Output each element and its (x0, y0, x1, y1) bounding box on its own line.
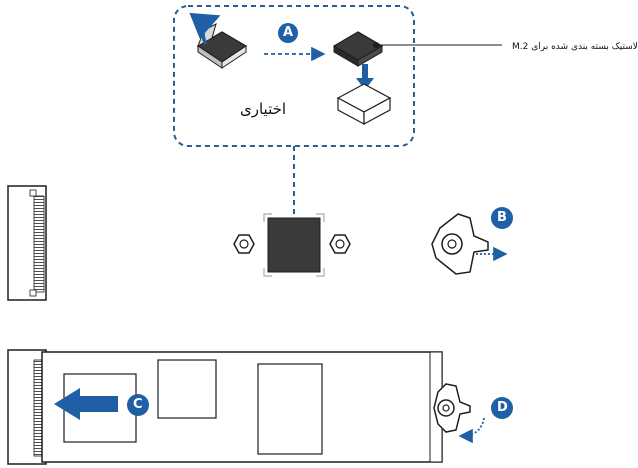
standoff-nut-right (329, 234, 351, 254)
optional-steps-box (173, 5, 415, 147)
step-b-badge (491, 207, 513, 229)
m2-card (7, 349, 443, 465)
pad-frame-corners (263, 213, 325, 277)
step-d-badge (491, 397, 513, 419)
standoff-nut-left (233, 234, 255, 254)
screw-d (433, 383, 471, 433)
thermal-pad-top (332, 31, 384, 67)
white-block (336, 83, 392, 126)
step-b-letter: B (497, 210, 507, 225)
step-c-arrow (54, 388, 118, 420)
standoff-screw (431, 213, 489, 275)
step-a-badge (278, 23, 298, 43)
thermal-pad-callout: لاستیک بسته بندی شده برای M.2 (512, 42, 638, 52)
step-a-letter: A (283, 25, 294, 40)
step-d-arrow (458, 417, 485, 444)
step-c-badge (127, 394, 149, 416)
thermal-pad-placed (267, 217, 321, 273)
installation-diagram (7, 5, 513, 465)
peel-film-pad (196, 23, 248, 69)
m2-slot (7, 185, 47, 301)
step-c-letter: C (133, 397, 143, 412)
step-d-letter: D (497, 400, 508, 415)
peel-arrow (189, 12, 221, 45)
optional-label: اختیاری (240, 100, 287, 118)
